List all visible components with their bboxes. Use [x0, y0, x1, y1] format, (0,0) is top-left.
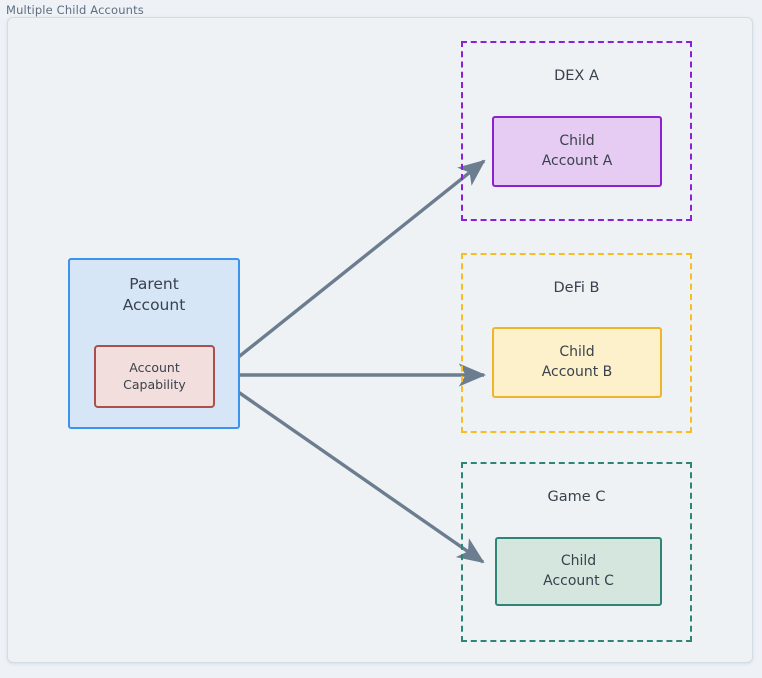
child-account-c-label-line1: Child — [560, 553, 597, 570]
child-account-a-label-line2: Account A — [541, 152, 613, 169]
group-game-c-label: Game C — [547, 489, 606, 505]
child-account-a-label-line1: Child — [559, 133, 595, 150]
child-account-b-label: Child Account B — [542, 343, 613, 382]
account-capability-label: Account Capability — [123, 360, 186, 394]
child-account-b-label-line1: Child — [559, 344, 595, 361]
group-dex-a-label: DEX A — [554, 68, 599, 84]
group-dex-a[interactable]: DEX A — [461, 41, 692, 221]
group-defi-b-label: DeFi B — [553, 280, 600, 296]
child-account-c-label: Child Account C — [543, 552, 614, 591]
parent-account-label: Parent Account — [123, 274, 186, 317]
diagram-title: Multiple Child Accounts — [6, 3, 144, 17]
account-capability-node[interactable]: Account Capability — [94, 345, 215, 408]
account-capability-label-line2: Capability — [123, 376, 186, 392]
group-defi-b[interactable]: DeFi B — [461, 253, 692, 433]
parent-account-label-line1: Parent — [129, 275, 179, 293]
child-account-a-node[interactable]: Child Account A — [492, 116, 662, 187]
child-account-c-label-line2: Account C — [543, 572, 614, 589]
parent-account-label-line2: Account — [122, 296, 186, 315]
child-account-b-node[interactable]: Child Account B — [492, 327, 662, 398]
child-account-c-node[interactable]: Child Account C — [495, 537, 662, 606]
group-game-c[interactable]: Game C — [461, 462, 692, 642]
child-account-b-label-line2: Account B — [541, 363, 613, 380]
child-account-a-label: Child Account A — [542, 132, 613, 171]
account-capability-label-line1: Account — [129, 359, 180, 375]
